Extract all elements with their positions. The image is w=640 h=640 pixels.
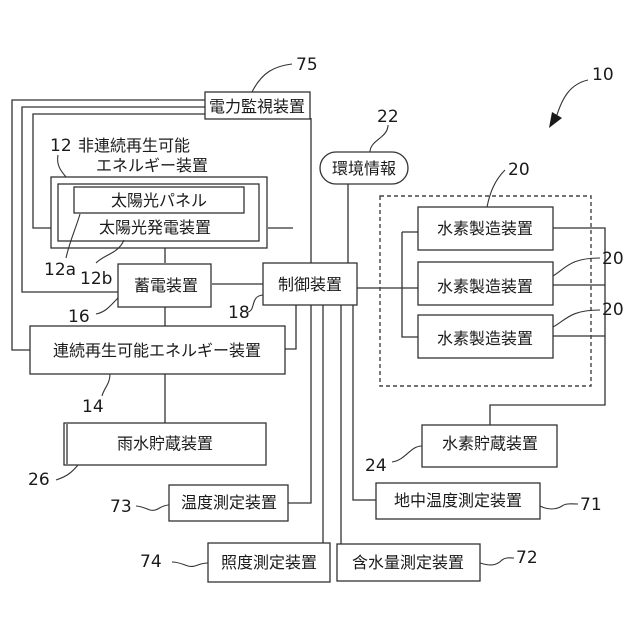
hydrogen-storage-node: 水素貯蔵装置 bbox=[422, 425, 557, 467]
system-arrow-head-icon bbox=[549, 112, 562, 128]
moisture-meter-label: 含水量測定装置 bbox=[352, 553, 464, 572]
leader-75 bbox=[252, 64, 292, 92]
noncontinuous-energy-label-2: エネルギー装置 bbox=[96, 156, 208, 175]
environment-info-label: 環境情報 bbox=[332, 159, 396, 178]
ref-12a: 12a bbox=[44, 260, 76, 280]
noncontinuous-energy-node: 太陽光パネル 太陽光発電装置 非連続再生可能 エネルギー装置 bbox=[51, 136, 267, 248]
ref-16: 16 bbox=[68, 307, 90, 327]
ref-14: 14 bbox=[82, 397, 104, 417]
ref-20a: 20 bbox=[508, 160, 530, 180]
leader-16 bbox=[96, 298, 118, 314]
moisture-meter-node: 含水量測定装置 bbox=[337, 544, 480, 581]
hydrogen-producer-label-3: 水素製造装置 bbox=[437, 329, 533, 348]
leader-26 bbox=[56, 465, 78, 480]
ref-26: 26 bbox=[28, 470, 50, 490]
leader-73 bbox=[136, 505, 169, 510]
environment-info-node: 環境情報 bbox=[320, 152, 408, 184]
leader-20c bbox=[553, 310, 600, 327]
ref-20c: 20 bbox=[602, 300, 624, 320]
hydrogen-producer-label-1: 水素製造装置 bbox=[437, 219, 533, 238]
ground-temperature-meter-label: 地中温度測定装置 bbox=[394, 491, 522, 510]
ref-73: 73 bbox=[110, 497, 132, 517]
power-monitor-node: 電力監視装置 bbox=[205, 92, 310, 119]
continuous-energy-node: 連続再生可能エネルギー装置 bbox=[30, 326, 285, 374]
leader-18 bbox=[248, 295, 263, 312]
hydrogen-producer-node-3: 水素製造装置 bbox=[418, 315, 553, 358]
continuous-energy-label: 連続再生可能エネルギー装置 bbox=[53, 341, 261, 360]
leader-74 bbox=[172, 562, 208, 566]
ref-74: 74 bbox=[140, 552, 162, 572]
ref-20b: 20 bbox=[602, 249, 624, 269]
ref-71: 71 bbox=[580, 495, 602, 515]
controller-node: 制御装置 bbox=[263, 263, 357, 305]
leader-20b bbox=[553, 258, 600, 276]
leader-20a bbox=[487, 170, 505, 207]
ref-12b: 12b bbox=[80, 269, 112, 289]
leader-12 bbox=[58, 155, 66, 177]
ref-24: 24 bbox=[365, 456, 387, 476]
hydrogen-producer-node-1: 水素製造装置 bbox=[418, 207, 553, 250]
rainwater-storage-node: 雨水貯蔵装置 bbox=[64, 423, 266, 465]
rainwater-storage-label: 雨水貯蔵装置 bbox=[117, 434, 213, 453]
leader-72 bbox=[480, 558, 514, 565]
hydrogen-producer-label-2: 水素製造装置 bbox=[437, 277, 533, 296]
ref-75: 75 bbox=[296, 55, 318, 75]
storage-battery-label: 蓄電装置 bbox=[134, 276, 198, 295]
ref-10: 10 bbox=[592, 65, 614, 85]
illuminance-meter-label: 照度測定装置 bbox=[221, 553, 317, 572]
leader-71 bbox=[540, 504, 578, 509]
power-monitor-label: 電力監視装置 bbox=[209, 97, 305, 116]
temperature-meter-node: 温度測定装置 bbox=[169, 485, 288, 521]
temperature-meter-label: 温度測定装置 bbox=[181, 493, 277, 512]
solar-panel-label: 太陽光パネル bbox=[111, 191, 207, 210]
leader-14 bbox=[102, 374, 110, 396]
hydrogen-producer-node-2: 水素製造装置 bbox=[418, 262, 553, 305]
wire-hydrogen-bus-left bbox=[402, 232, 418, 337]
ref-72: 72 bbox=[516, 548, 538, 568]
ref-12: 12 bbox=[50, 136, 72, 156]
illuminance-meter-node: 照度測定装置 bbox=[208, 543, 330, 582]
wire-continuous-to-controller bbox=[285, 305, 296, 349]
wire-controller-to-temperature bbox=[288, 305, 311, 503]
hydrogen-storage-label: 水素貯蔵装置 bbox=[442, 434, 538, 453]
system-arrow-shaft bbox=[556, 80, 588, 118]
controller-label: 制御装置 bbox=[278, 275, 342, 294]
ref-18: 18 bbox=[228, 303, 250, 323]
storage-battery-node: 蓄電装置 bbox=[118, 264, 211, 307]
leader-24 bbox=[392, 446, 422, 462]
ground-temperature-meter-node: 地中温度測定装置 bbox=[376, 483, 540, 519]
noncontinuous-energy-label-1: 非連続再生可能 bbox=[78, 136, 190, 155]
solar-generator-label: 太陽光発電装置 bbox=[99, 218, 211, 237]
leader-22 bbox=[370, 125, 388, 152]
ref-22: 22 bbox=[377, 107, 399, 127]
